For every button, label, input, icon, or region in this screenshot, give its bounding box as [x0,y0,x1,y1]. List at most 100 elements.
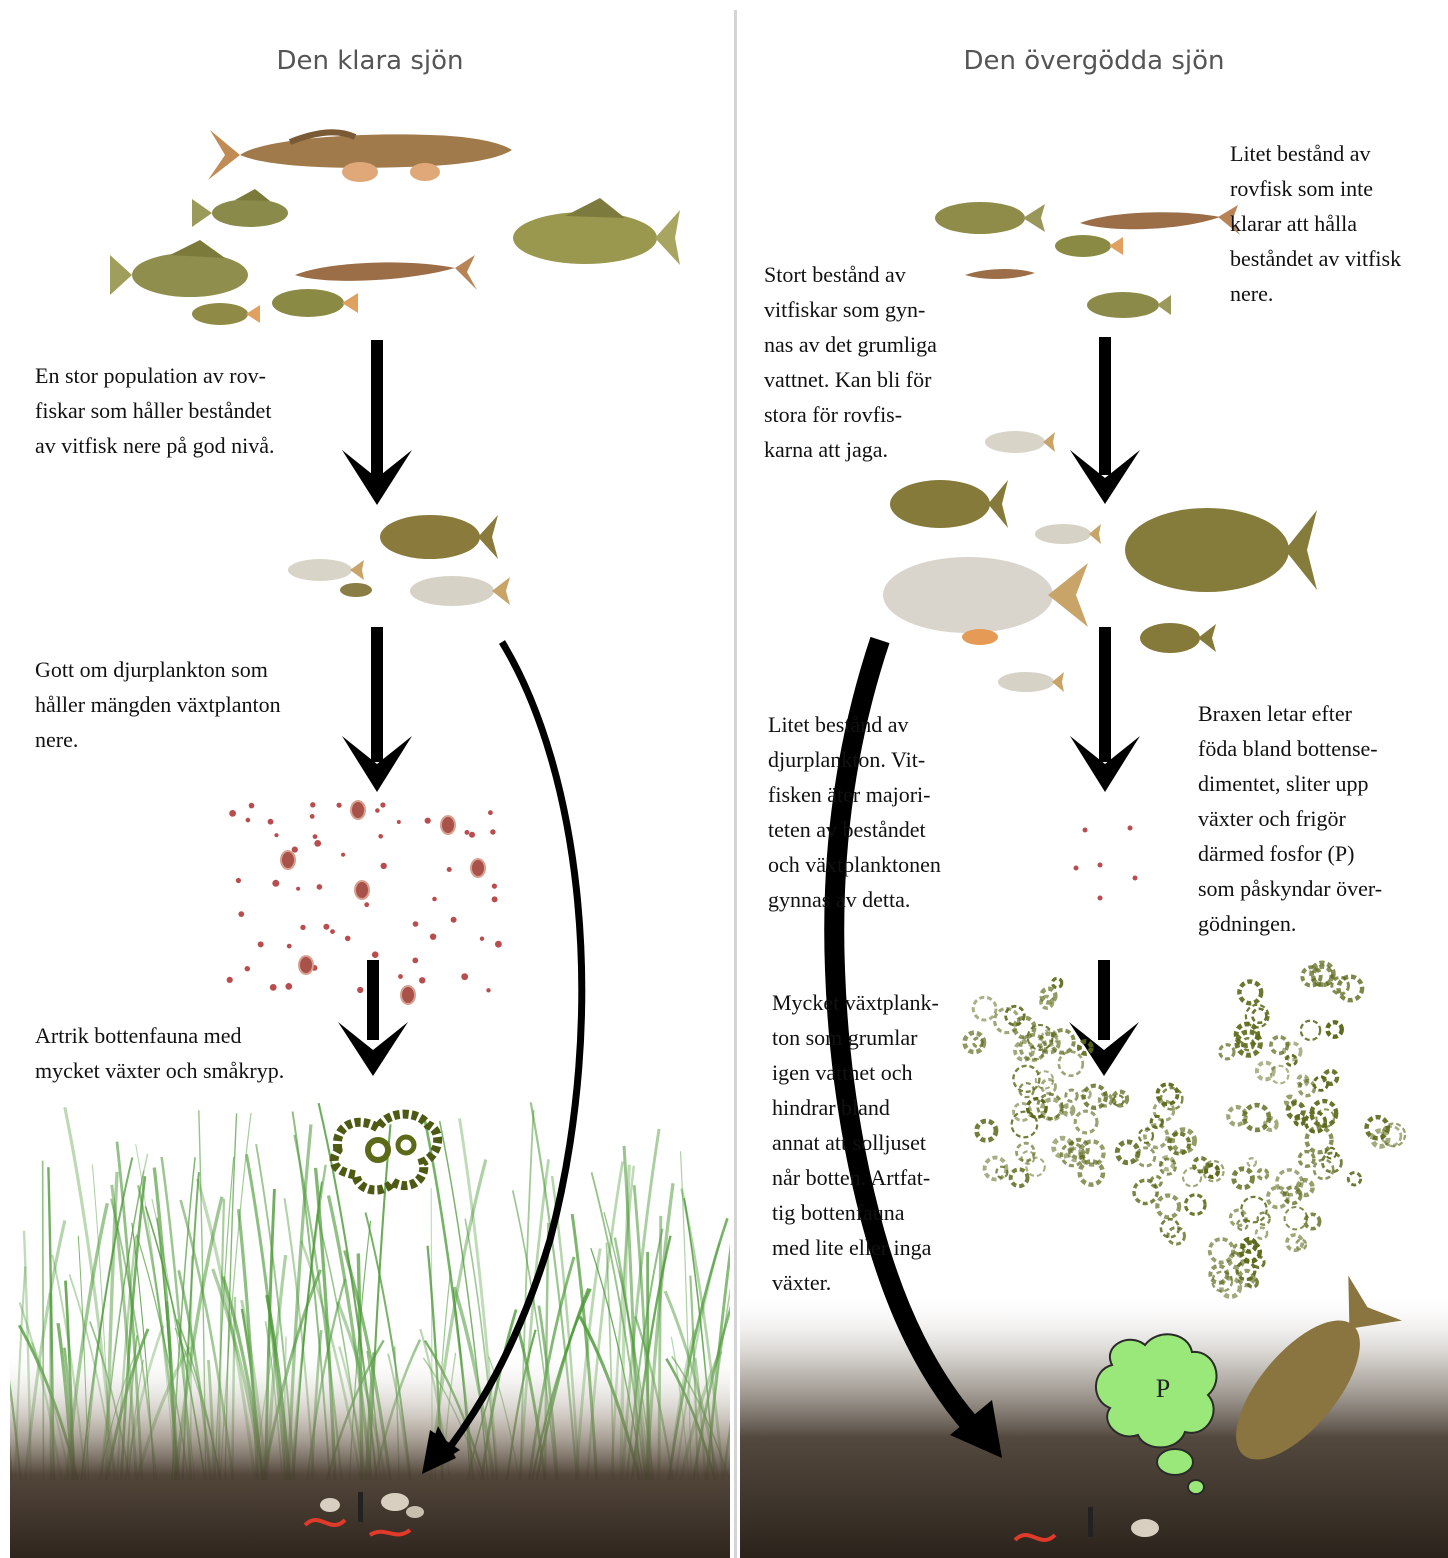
phytoplankton-cell [1066,1090,1077,1101]
phytoplankton-cell [1339,977,1363,1001]
phytoplankton-cell [1301,1021,1320,1040]
zooplankton-dot [323,924,329,930]
zooplankton-dot [486,988,490,992]
clear-lake-panel: Den klara sjön [10,10,730,1558]
zooplankton-dot [287,944,292,949]
zooplankton-dot [480,937,484,941]
phytoplankton-cell [1220,1045,1234,1059]
zooplankton-dot [229,810,236,817]
roach-fish [883,557,1088,645]
arrow-zooplankton-to-phytoplankton [338,960,408,1076]
zooplankton-dot [412,958,418,964]
zooplankton-dot [270,984,277,991]
zooplankton-dot [465,830,470,835]
zooplankton-dot [492,884,497,889]
zooplankton-dot [364,902,369,907]
bream-fish [1140,623,1216,653]
zooplankton-dot [245,966,250,971]
bottom-fauna [1015,1507,1159,1540]
phytoplankton-cell [1252,1009,1266,1023]
arrow-predators-to-whitefish [1070,337,1140,504]
arrow-whitefish-to-zooplankton [1070,627,1140,792]
text-bream-description: Braxen letar efter föda bland bottense- … [1198,696,1438,941]
zooplankton-dot [413,921,419,927]
zooplankton-dot [310,814,315,819]
pike-fish [208,130,512,182]
phytoplankton-cell [1268,1187,1288,1207]
zooplankton-dot [341,853,345,857]
zooplankton-dot [300,925,305,930]
text-phytoplankton-description: Mycket växtplank- ton som grumlar igen v… [772,985,972,1300]
zooplankton-dot [469,832,475,838]
zooplankton-dot [380,802,385,807]
phytoplankton-cell [1075,1111,1097,1133]
bream-fish [380,515,498,559]
phytoplankton-cell [1168,1228,1185,1245]
phytoplankton-cell [1248,1158,1256,1166]
perch-fish [192,189,288,227]
clear-lake-illustration [10,10,730,1558]
bream-fish [1125,508,1317,592]
perch-fish [110,240,248,297]
phytoplankton-cell [1258,1169,1267,1178]
roach-fish [985,431,1055,453]
phytoplankton-cell [1183,1168,1201,1186]
arrow-whitefish-to-zooplankton [342,627,412,792]
text-predators-description: En stor population av rov- fiskar som hå… [35,358,335,463]
arrow-zooplankton-to-phytoplankton [1069,960,1139,1076]
zooplankton-dot [310,802,315,807]
phytoplankton-cell [1079,1042,1091,1054]
perch-fish [1055,235,1123,257]
perch-fish [935,202,1045,234]
phytoplankton-cell [1134,1180,1157,1203]
phytoplankton-cell [973,997,996,1020]
perch-fish [192,303,260,325]
zooplankton-dot [238,911,244,917]
phytoplankton-cell [1117,1142,1138,1163]
zooplankton-dot [372,951,379,958]
phytoplankton-cell [1298,1180,1313,1195]
zooplankton-copepod [281,851,295,869]
pike-fish [295,255,477,290]
zooplankton-dot [227,977,233,983]
zooplankton-dot [378,834,383,839]
phytoplankton-cell [1244,1105,1269,1130]
zooplankton-dot [488,810,493,815]
roach-fish [288,559,364,581]
zooplankton-dot [268,819,274,825]
zooplankton-dot [296,887,300,891]
phytoplankton-cell [1314,1160,1333,1179]
phytoplankton-cell [1288,1103,1303,1118]
phytoplankton-cell [1348,1173,1360,1185]
phytoplankton-cell [974,1038,983,1047]
zooplankton-dot [492,896,498,902]
perch-fish [1087,292,1171,318]
zooplankton-dot [461,973,468,980]
phytoplankton-cell [1210,1266,1227,1283]
perch-fish [272,289,358,317]
perch-fish [513,198,680,265]
zooplankton-dot [314,840,321,847]
zooplankton-dot [398,974,403,979]
zooplankton-dot [430,934,436,940]
phytoplankton-cell [1059,1052,1083,1076]
bottom-fauna [305,1492,424,1535]
zooplankton-dot [313,834,318,839]
phytoplankton-cell [1186,1195,1206,1215]
zooplankton-dot [357,987,363,993]
phytoplankton-cell [985,1158,1007,1180]
zooplankton-dot [285,983,292,990]
phytoplankton-cell [1221,1278,1240,1297]
zooplankton-dot [425,818,431,824]
zooplankton-dot [375,808,380,813]
zooplankton-dot [397,820,401,824]
text-zooplankton-description: Litet bestånd av djurplankton. Vit- fisk… [768,707,988,917]
zooplankton-dot [258,941,264,947]
roach-fish [340,583,372,597]
phytoplankton-cell [1327,1022,1341,1036]
zooplankton-dot [236,878,241,883]
arrow-predators-to-whitefish [342,340,412,505]
phytoplankton-cell [1011,1169,1028,1186]
phytoplankton-cell [1113,1092,1127,1106]
zooplankton-copepod [441,816,455,834]
